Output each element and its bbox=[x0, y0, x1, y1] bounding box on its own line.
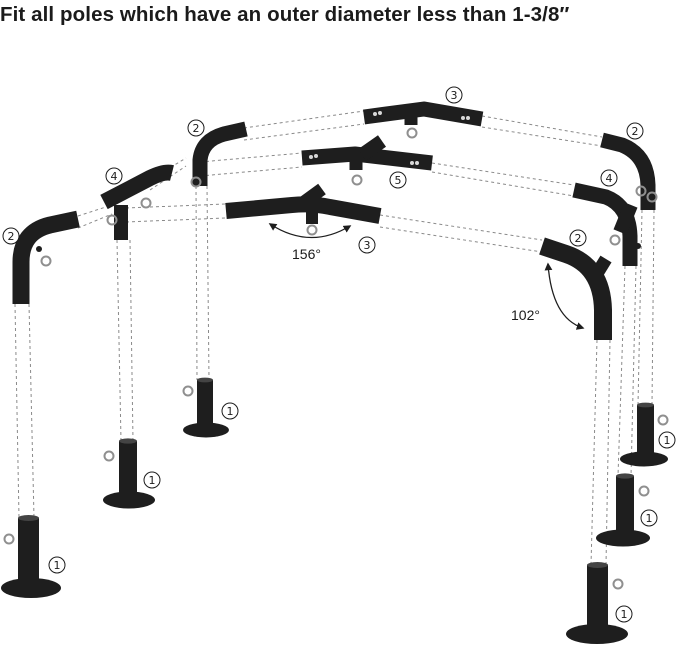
callout-2-right-back: 2 bbox=[626, 122, 644, 140]
svg-text:1: 1 bbox=[149, 474, 156, 487]
angle-label-102: 102° bbox=[511, 307, 540, 323]
base-plate-left-middle bbox=[103, 438, 155, 509]
base-plate-right-front bbox=[566, 562, 628, 644]
callout-1-right-back: 1 bbox=[658, 431, 676, 449]
base-plate-left-front bbox=[1, 515, 61, 598]
svg-text:1: 1 bbox=[54, 559, 61, 572]
svg-text:3: 3 bbox=[451, 89, 458, 102]
angle-arc-102 bbox=[544, 262, 585, 330]
callout-2-right-front: 2 bbox=[569, 229, 587, 247]
angle-arc-156 bbox=[268, 223, 352, 239]
corner-fitting-left-back bbox=[190, 121, 248, 188]
base-plate-right-back bbox=[620, 402, 669, 467]
callout-1-left-front: 1 bbox=[48, 556, 66, 574]
corner-fitting-right-front bbox=[539, 237, 612, 340]
ridge-fitting-front bbox=[225, 183, 382, 236]
svg-text:1: 1 bbox=[646, 512, 653, 525]
svg-text:3: 3 bbox=[364, 239, 371, 252]
svg-text:2: 2 bbox=[575, 232, 582, 245]
svg-text:2: 2 bbox=[8, 230, 15, 243]
callout-1-left-back: 1 bbox=[221, 402, 239, 420]
callout-2-left-front: 2 bbox=[2, 227, 20, 245]
callout-2-left-back: 2 bbox=[187, 119, 205, 137]
callout-1-left-middle: 1 bbox=[143, 471, 161, 489]
svg-text:1: 1 bbox=[621, 608, 628, 621]
callout-5-middle: 5 bbox=[389, 171, 407, 189]
base-plate-right-middle bbox=[596, 473, 650, 547]
side-fitting-left-4 bbox=[100, 164, 174, 240]
callout-1-right-front: 1 bbox=[615, 605, 633, 623]
side-fitting-right-4 bbox=[572, 182, 641, 266]
svg-text:4: 4 bbox=[111, 170, 118, 183]
corner-fitting-left-front bbox=[12, 210, 80, 304]
callout-4-left: 4 bbox=[105, 167, 123, 185]
base-plate-left-back bbox=[182, 377, 229, 438]
svg-text:2: 2 bbox=[193, 122, 200, 135]
svg-text:5: 5 bbox=[395, 174, 402, 187]
cross-fitting-middle bbox=[301, 135, 433, 186]
ridge-fitting-back bbox=[363, 101, 484, 139]
svg-text:1: 1 bbox=[227, 405, 234, 418]
svg-text:4: 4 bbox=[606, 172, 613, 185]
svg-text:2: 2 bbox=[632, 125, 639, 138]
svg-text:1: 1 bbox=[664, 434, 671, 447]
corner-fitting-right-back bbox=[600, 132, 658, 210]
guide-lines bbox=[14, 110, 655, 566]
callout-3-back: 3 bbox=[445, 86, 463, 104]
callout-1-right-middle: 1 bbox=[640, 509, 658, 527]
angle-label-156: 156° bbox=[292, 246, 321, 262]
callout-3-front: 3 bbox=[358, 236, 376, 254]
instruction-title: Fit all poles which have an outer diamet… bbox=[0, 3, 570, 26]
callout-4-right: 4 bbox=[600, 169, 618, 187]
